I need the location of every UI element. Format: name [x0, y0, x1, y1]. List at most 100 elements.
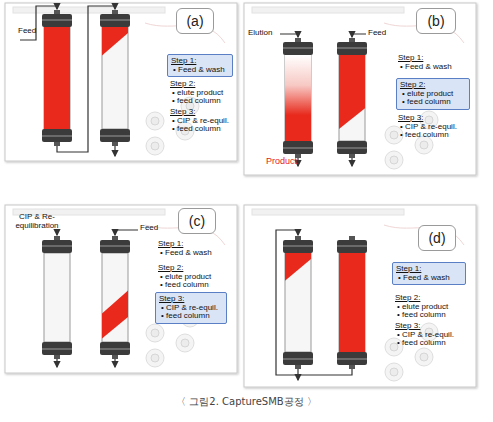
panel-letter: (d)	[428, 230, 445, 246]
column-cap	[283, 141, 313, 154]
step-item: • feed column	[159, 312, 223, 321]
panel-letter: (b)	[427, 13, 444, 29]
flow-label: • feed column	[397, 339, 446, 348]
cap-ring	[337, 147, 367, 149]
step-heading: Step 1:	[398, 54, 423, 63]
panel-letter: (a)	[186, 13, 203, 29]
column-nozzle	[54, 10, 60, 14]
column-cap	[100, 129, 130, 142]
cap-ring	[283, 47, 313, 49]
panel-frame	[5, 205, 237, 373]
flow-label: • feed column	[172, 97, 221, 106]
instrument-valve	[151, 142, 159, 150]
column-body	[339, 55, 365, 141]
column-nozzle	[112, 355, 118, 359]
step-item: • CIP & re-equil.	[159, 304, 223, 313]
resin-eluting	[285, 55, 311, 141]
step-heading: Step 3:	[170, 108, 195, 117]
step-heading: Step 2:	[158, 264, 183, 273]
instrument-valve	[151, 329, 159, 337]
flow-label: • Feed & wash	[160, 249, 212, 258]
flow-label: • Feed & wash	[400, 63, 452, 72]
instrument-valve	[390, 156, 398, 164]
cap-ring	[337, 245, 367, 247]
column-cap	[283, 352, 313, 365]
cap-ring	[42, 348, 72, 350]
flow-label: Elution	[248, 29, 272, 38]
flow-label: • feed column	[160, 281, 209, 290]
step-heading: Step 2:	[395, 294, 420, 303]
column-cap	[100, 342, 130, 355]
step-heading: Step 3:	[398, 114, 423, 123]
flow-label: • feed column	[172, 125, 221, 134]
flow-line	[114, 146, 115, 156]
figure-caption: 〈 그림2. CaptureSMB공정 〉	[0, 395, 493, 409]
flow-label: CIP & Re-equilibration	[4, 213, 70, 230]
instrument-valve	[420, 353, 428, 361]
column-cap	[337, 352, 367, 365]
instrument-valve	[146, 112, 164, 130]
cap-ring	[283, 147, 313, 149]
instrument-valve	[146, 137, 164, 155]
column-cap	[283, 240, 313, 253]
instrument-valve	[146, 324, 164, 342]
instrument-valve	[151, 354, 159, 362]
resin-loaded	[339, 55, 365, 129]
step-item: • elute product	[400, 90, 466, 99]
resin-loaded	[285, 253, 311, 281]
column-body	[339, 253, 365, 352]
instrument-valve	[390, 343, 398, 351]
resin-loaded	[102, 290, 128, 338]
flow-label: Feed	[18, 27, 36, 36]
column-nozzle	[295, 236, 301, 240]
panel-letter-box: (c)	[178, 208, 216, 234]
active-step-box: Step 3:• CIP & re-equil.• feed column	[155, 292, 227, 324]
column-nozzle	[295, 365, 301, 369]
column-body	[285, 55, 311, 141]
step-item: • feed column	[400, 98, 466, 107]
product-label: Product	[266, 157, 297, 166]
flow-label: Feed	[368, 29, 386, 38]
instrument-valve	[415, 348, 433, 366]
flow-line	[114, 359, 115, 367]
column-nozzle	[295, 38, 301, 42]
column-body	[285, 253, 311, 352]
column-body	[44, 27, 70, 129]
flow-line	[276, 230, 352, 375]
column-cap	[42, 240, 72, 253]
cap-ring	[100, 19, 130, 21]
instrument-valve	[385, 151, 403, 169]
column-cap	[337, 240, 367, 253]
resin-loaded	[44, 27, 70, 129]
step-heading: Step 2:	[400, 81, 466, 90]
flow-line	[352, 34, 366, 37]
flow-line	[280, 34, 298, 37]
step-heading: Step 1:	[158, 240, 183, 249]
column-body	[44, 253, 70, 342]
flow-label: Feed	[140, 224, 158, 233]
column-nozzle	[349, 365, 355, 369]
flow-line	[115, 230, 138, 235]
step-item: • Feed & wash	[396, 274, 462, 283]
instrument-bar	[252, 209, 404, 215]
flow-label: • feed column	[400, 131, 449, 140]
flow-line	[56, 359, 57, 367]
instrument-valve	[385, 363, 403, 381]
column-cap	[42, 129, 72, 142]
panel-letter-box: (a)	[176, 8, 214, 34]
flow-line	[56, 232, 57, 235]
cap-ring	[100, 245, 130, 247]
step-heading: Step 1:	[396, 265, 462, 274]
column-cap	[337, 141, 367, 154]
step-item: • Feed & wash	[171, 66, 229, 75]
column-nozzle	[349, 236, 355, 240]
flow-line	[297, 158, 298, 166]
cap-ring	[42, 19, 72, 21]
column-cap	[100, 240, 130, 253]
column-nozzle	[54, 236, 60, 240]
panel-letter-box: (b)	[416, 8, 456, 34]
instrument-valve	[146, 349, 164, 367]
flow-line	[57, 6, 115, 152]
cap-ring	[42, 135, 72, 137]
step-heading: Step 2:	[170, 80, 195, 89]
